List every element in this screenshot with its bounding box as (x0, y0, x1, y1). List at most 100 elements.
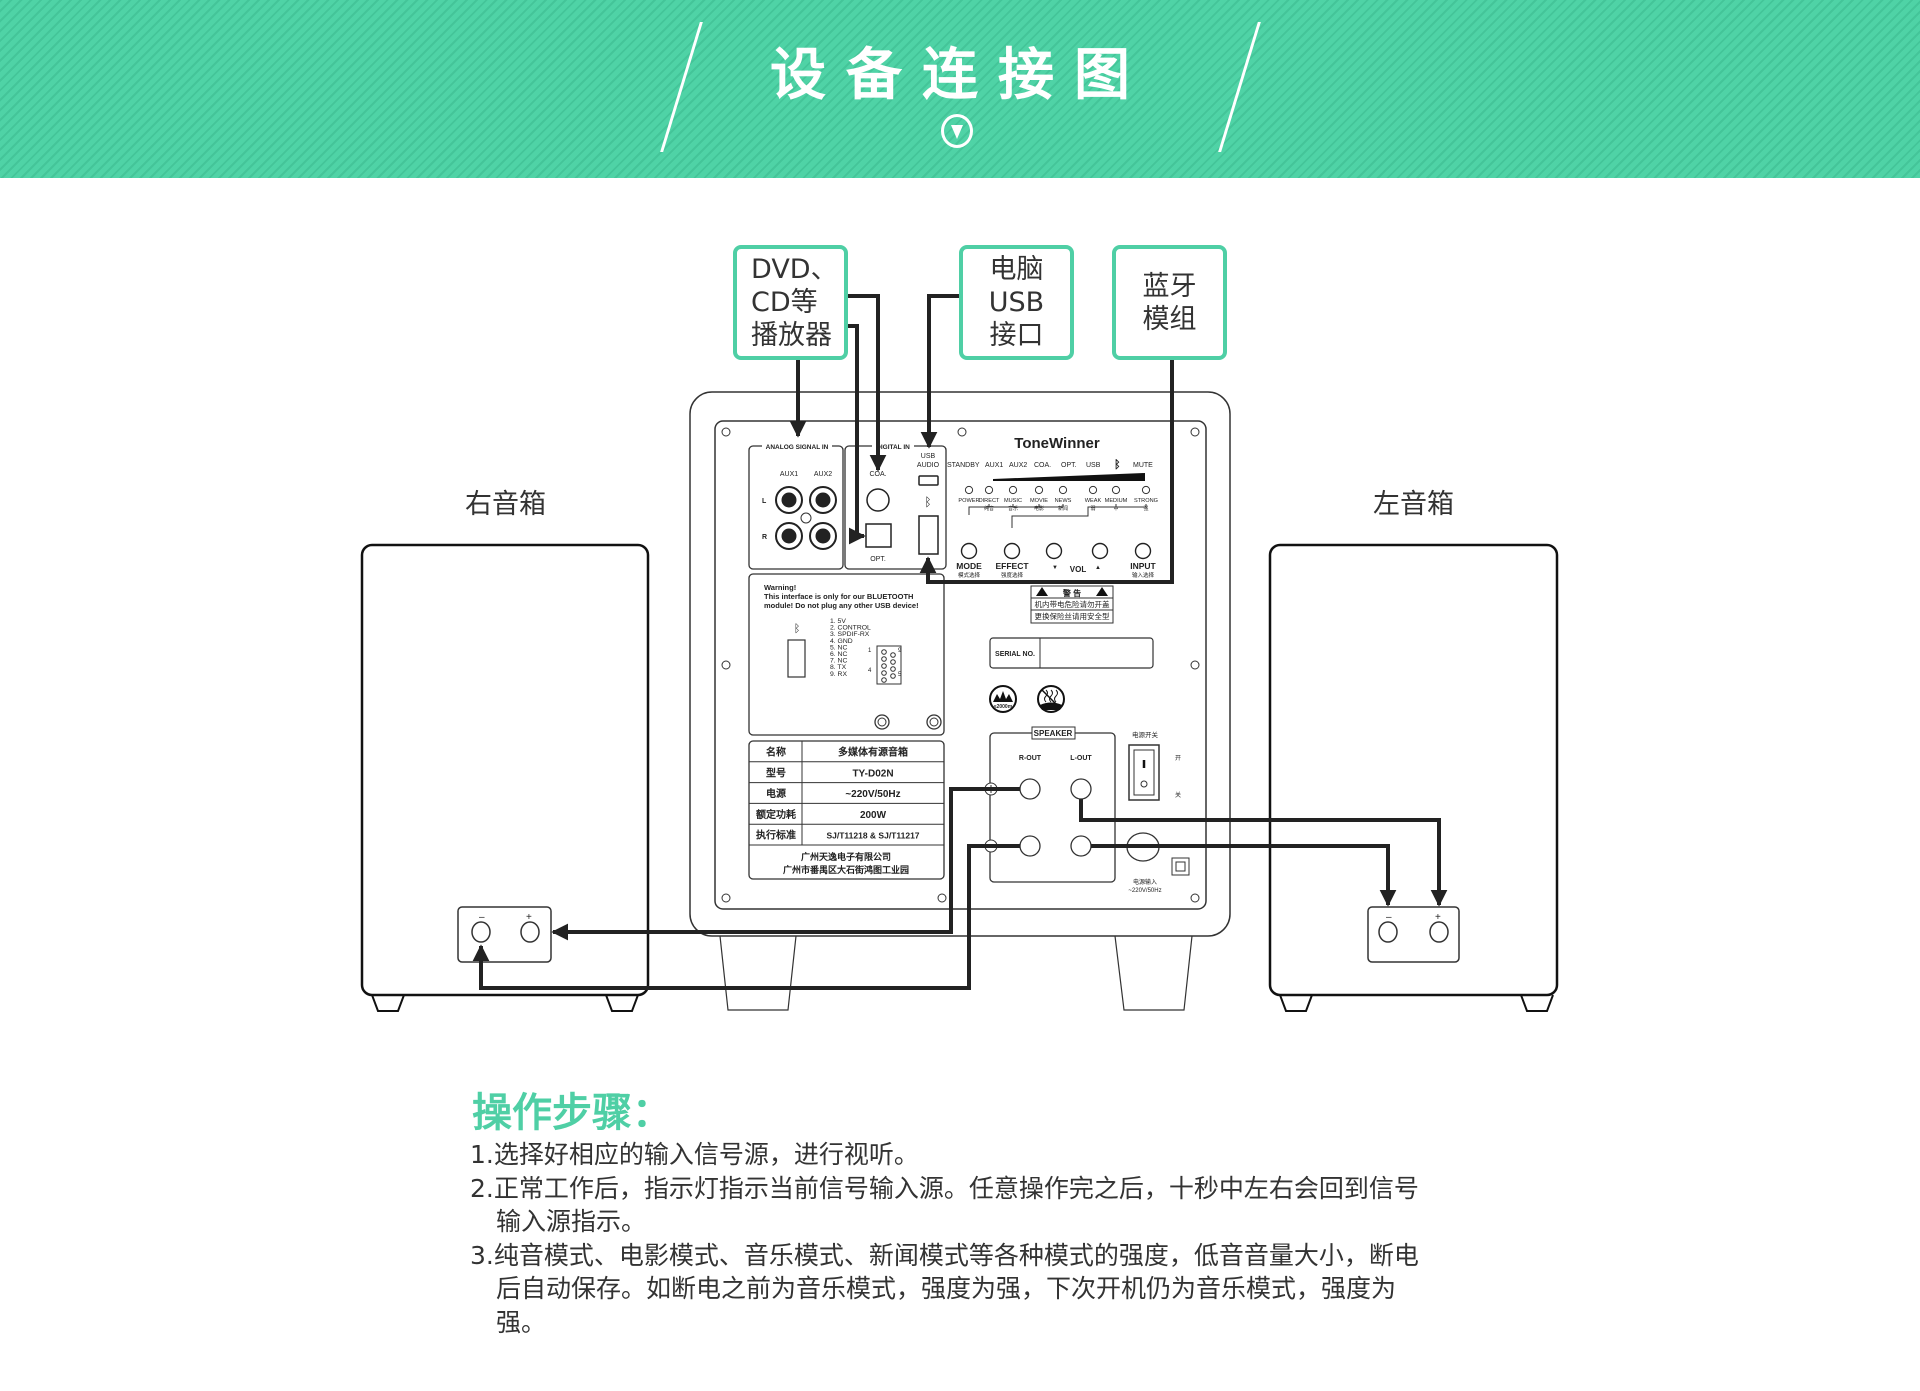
button-label: MODE (956, 561, 982, 571)
power-switch-label: 电源开关 (1132, 730, 1159, 739)
source-bluetooth-line2: 模组 (1142, 303, 1197, 335)
digital-section-label: DIGITAL IN (876, 444, 910, 451)
pinout-item: 4. GND (830, 638, 853, 645)
wire-pc-usb (920, 294, 959, 449)
maker-address: 广州市番禺区大石街鸿图工业园 (783, 864, 909, 875)
source-dvd-line3: 播放器 (751, 320, 832, 351)
led-medium (1111, 485, 1121, 495)
button-label: ▼ (1052, 565, 1058, 571)
bluetooth-icon: ᛒ (924, 495, 931, 509)
r-out-plus-terminal[interactable] (1019, 778, 1041, 800)
spec-key: 额定功耗 (756, 808, 796, 821)
l-out-minus-terminal[interactable] (1070, 835, 1092, 857)
r-channel-label: R (762, 534, 767, 541)
indicator-aux2: AUX2 (1009, 462, 1027, 469)
serial-number-plate (989, 637, 1154, 669)
button-label-zh: 输入选择 (1132, 571, 1155, 579)
pin-label-9: 9 (898, 648, 902, 654)
pin-holes (881, 649, 896, 683)
usb-audio-label-2: AUDIO (917, 462, 940, 469)
altitude-icon: ≤2000m (989, 685, 1017, 713)
spec-value: 多媒体有源音箱 (838, 746, 908, 759)
maker-name: 广州天逸电子有限公司 (801, 851, 891, 862)
pin-header (876, 645, 902, 685)
steps-title: 操作步骤： (472, 1090, 672, 1136)
bt-module-bluetooth-icon: ᛒ (794, 623, 801, 635)
led-label: DIRECT (979, 498, 1000, 504)
spec-value: TY-D02N (852, 768, 893, 779)
button-input[interactable] (1134, 542, 1152, 560)
bluetooth-usb-port[interactable] (918, 515, 939, 555)
led-label: WEAK (1085, 498, 1102, 504)
speaker-output-section (989, 732, 1116, 883)
l-out-plus-terminal[interactable] (1070, 778, 1092, 800)
indicator-aux1: AUX1 (985, 462, 1003, 469)
left-speaker-plus-terminal[interactable] (1429, 921, 1449, 943)
source-dvd-line2: CD等 (751, 287, 818, 318)
input-indicators: STANDBY AUX1 AUX2 COA. OPT. USB ᛒ MUTE (947, 459, 1153, 471)
source-pc-usb-line3: 接口 (989, 320, 1044, 351)
right-speaker-title: 右音箱 (465, 489, 546, 520)
pin-hole (881, 677, 887, 683)
indicator-opt: OPT. (1061, 462, 1077, 469)
spec-key: 电源 (766, 787, 786, 800)
button-vol-up[interactable] (1091, 542, 1109, 560)
pinout-item: 8. TX (830, 664, 847, 671)
led-label-zh: 音乐 (1008, 505, 1018, 512)
led-strong (1141, 485, 1151, 495)
wire-dvd-coaxial (848, 294, 887, 472)
spec-value: 200W (860, 810, 887, 821)
bt-warning-line2: This interface is only for our BLUETOOTH (764, 592, 913, 601)
pin-hole (881, 670, 887, 676)
led-news (1058, 485, 1068, 495)
aux2-label: AUX2 (814, 471, 832, 478)
button-mode[interactable] (960, 542, 978, 560)
steps-list: 1.选择好相应的输入信号源，进行视听。 2.正常工作后，指示灯指示当前信号输入源… (470, 1138, 1430, 1339)
button-label-zh: 强度选择 (1001, 571, 1024, 579)
pinout-item: 6. NC (830, 651, 847, 658)
no-tropical-icon (1037, 685, 1065, 713)
button-vol-down[interactable] (1045, 542, 1063, 560)
right-speaker-minus-terminal[interactable] (471, 921, 491, 943)
l-out-label: L-OUT (1070, 755, 1092, 762)
button-effect[interactable] (1003, 542, 1021, 560)
optical-jack[interactable] (865, 523, 892, 548)
wire-l-out-minus (1091, 844, 1397, 907)
button-label: ▲ (1095, 565, 1101, 571)
connection-wires (472, 294, 1448, 990)
source-dvd-box: DVD、 CD等 播放器 (733, 245, 848, 360)
wire-l-out-plus (1079, 799, 1448, 907)
volume-label: VOL (1070, 565, 1087, 574)
pin-hole (890, 673, 896, 679)
led-label-zh: 纯音 (984, 505, 994, 512)
coaxial-jack[interactable] (866, 488, 890, 512)
page-title: 设备连接图 (770, 43, 1150, 108)
source-dvd-line1: DVD、 (751, 254, 838, 285)
left-speaker-minus-terminal[interactable] (1378, 921, 1398, 943)
aux1-label: AUX1 (780, 471, 798, 478)
power-input-label-2: ~220V/50Hz (1128, 888, 1161, 894)
spec-key: 型号 (766, 766, 786, 779)
r-out-minus-terminal[interactable] (1019, 835, 1041, 857)
pin-hole (890, 666, 896, 672)
led-label: POWER (958, 498, 979, 504)
serial-label: SERIAL NO. (995, 651, 1035, 658)
r-out-label: R-OUT (1019, 755, 1042, 762)
wire-r-out-minus (472, 844, 1020, 990)
indicator-usb: USB (1086, 462, 1101, 469)
led-direct (984, 485, 994, 495)
wire-bluetooth (919, 360, 1174, 584)
mini-usb-port[interactable] (918, 475, 939, 486)
bt-module-port[interactable] (787, 639, 806, 678)
warning-line2: 更换保险丝请用安全型 (1035, 611, 1110, 621)
led-label-zh: 电影 (1034, 505, 1044, 512)
right-speaker-plus-terminal[interactable] (520, 921, 540, 943)
step-item: 1.选择好相应的输入信号源，进行视听。 (470, 1140, 919, 1169)
chevron-down-circle-icon[interactable] (941, 114, 973, 148)
pin-hole (890, 659, 896, 665)
rca-jacks (775, 486, 837, 550)
source-pc-usb-line2: USB (988, 287, 1045, 318)
